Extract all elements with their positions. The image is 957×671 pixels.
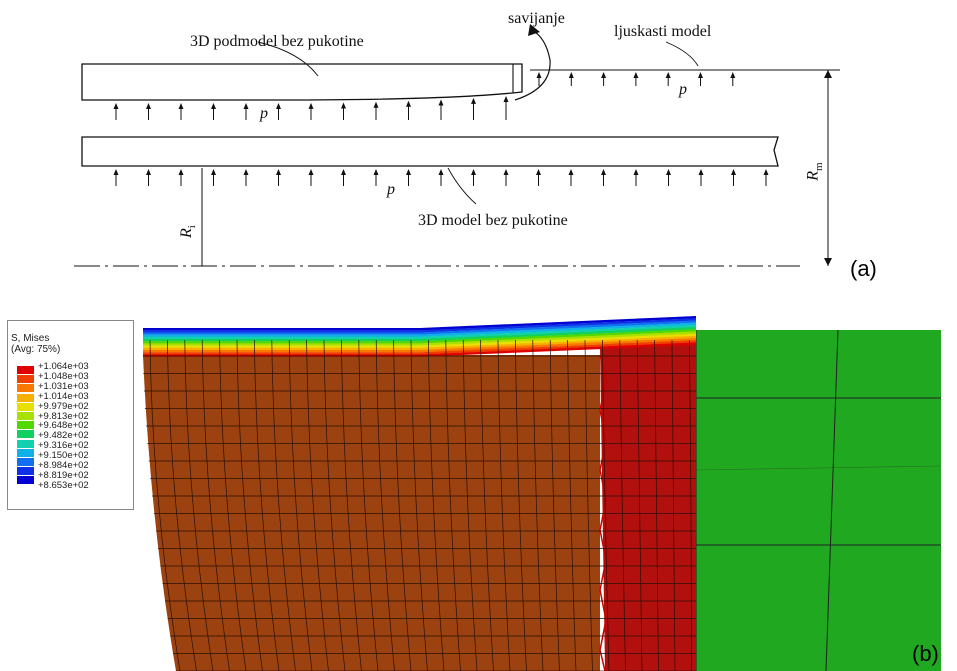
fem-plot	[143, 316, 942, 671]
panel-tag-b: (b)	[912, 641, 939, 666]
legend-value: +8.819e+02	[38, 469, 89, 481]
label-model: 3D model bez pukotine	[418, 212, 568, 229]
label-shell-model: ljuskasti model	[614, 23, 712, 40]
pressure-arrows-submodel	[113, 96, 509, 120]
pressure-arrowhead	[633, 72, 639, 78]
pressure-arrowhead	[373, 101, 379, 108]
pressure-arrowhead	[503, 96, 509, 103]
pressure-arrowhead	[438, 99, 444, 106]
pressure-arrowhead	[633, 169, 639, 175]
pressure-arrowhead	[146, 169, 151, 175]
label-bending: savijanje	[508, 10, 565, 27]
pressure-arrowhead	[698, 169, 704, 175]
legend-value: +9.648e+02	[38, 420, 89, 432]
legend-value: +9.813e+02	[38, 410, 89, 422]
pressure-arrowhead	[601, 72, 607, 78]
legend-swatch	[17, 384, 34, 393]
pressure-arrowhead	[406, 169, 411, 175]
legend-value: +1.031e+03	[38, 380, 89, 392]
pressure-arrowhead	[730, 72, 736, 78]
pressure-arrowhead	[373, 169, 379, 175]
pressure-arrowhead	[665, 72, 671, 78]
bending-arrow	[514, 29, 551, 101]
label-Ri: Ri	[177, 225, 199, 239]
legend-swatch	[17, 366, 34, 374]
pressure-arrowhead	[211, 103, 216, 109]
legend-title: S, Mises	[11, 333, 50, 344]
pressure-arrowhead	[308, 102, 314, 109]
legend-value: +1.064e+03	[38, 361, 89, 372]
pressure-arrowhead	[438, 169, 444, 175]
pressure-arrowhead	[536, 169, 541, 175]
legend-value: +9.316e+02	[38, 440, 89, 452]
stress-legend: S, Mises (Avg: 75%) +1.064e+03+1.048e+03…	[7, 320, 134, 510]
legend-swatch	[17, 412, 34, 420]
pressure-arrowhead	[503, 169, 509, 175]
legend-swatch	[17, 393, 34, 402]
legend-swatch	[17, 421, 34, 430]
pressure-arrowhead	[146, 103, 151, 109]
pressure-arrowhead	[568, 169, 574, 175]
pressure-arrowhead	[536, 72, 542, 78]
pressure-arrowhead	[276, 103, 281, 109]
pressure-arrowhead	[601, 169, 606, 175]
submodel-beam	[81, 63, 523, 101]
pressure-arrows-model	[113, 169, 769, 186]
legend-value: +8.653e+02	[38, 479, 89, 491]
pressure-arrowhead	[113, 169, 119, 175]
pressure-arrowhead	[243, 103, 249, 109]
pressure-arrows-shell	[536, 72, 736, 86]
pressure-arrowhead	[341, 102, 346, 109]
pressure-arrowhead	[113, 103, 119, 109]
pressure-arrowhead	[763, 169, 769, 175]
label-Rm: Rm	[804, 162, 825, 181]
pressure-arrowhead	[211, 169, 216, 175]
legend-subtitle: (Avg: 75%)	[11, 344, 61, 355]
legend-swatch	[17, 439, 34, 448]
legend-swatch	[17, 402, 34, 411]
legend-value: +9.979e+02	[38, 400, 89, 412]
pressure-arrowhead	[243, 169, 249, 175]
pressure-arrowhead	[178, 103, 184, 109]
label-submodel: 3D podmodel bez pukotine	[190, 33, 364, 50]
label-pressure-model: p	[387, 181, 395, 198]
legend-value: +9.150e+02	[38, 450, 89, 462]
legend-swatch	[17, 458, 34, 466]
legend-swatch	[17, 448, 34, 457]
pressure-arrowhead	[276, 169, 281, 175]
panel-tag-a: (a)	[850, 256, 877, 281]
pressure-arrowhead	[698, 72, 703, 78]
pressure-arrowhead	[666, 169, 671, 175]
pressure-arrowhead	[341, 169, 346, 175]
model-beam	[81, 136, 779, 167]
pressure-arrowhead	[308, 169, 314, 175]
pressure-arrowhead	[406, 100, 411, 107]
label-pressure-submodel: p	[260, 105, 268, 122]
legend-value: +9.482e+02	[38, 430, 89, 442]
legend-swatch	[17, 476, 34, 485]
pressure-arrowhead	[471, 169, 476, 175]
legend-swatch	[17, 430, 34, 439]
label-pressure-shell: p	[679, 81, 687, 98]
legend-value: +8.984e+02	[38, 460, 89, 471]
legend-swatch	[17, 375, 34, 384]
pressure-arrowhead	[471, 97, 476, 104]
legend-value: +1.048e+03	[38, 370, 89, 382]
legend-swatch	[17, 467, 34, 476]
legend-value: +1.014e+03	[38, 390, 89, 402]
pressure-arrowhead	[731, 169, 736, 175]
pressure-arrowhead	[568, 72, 574, 78]
pressure-arrowhead	[178, 169, 184, 175]
